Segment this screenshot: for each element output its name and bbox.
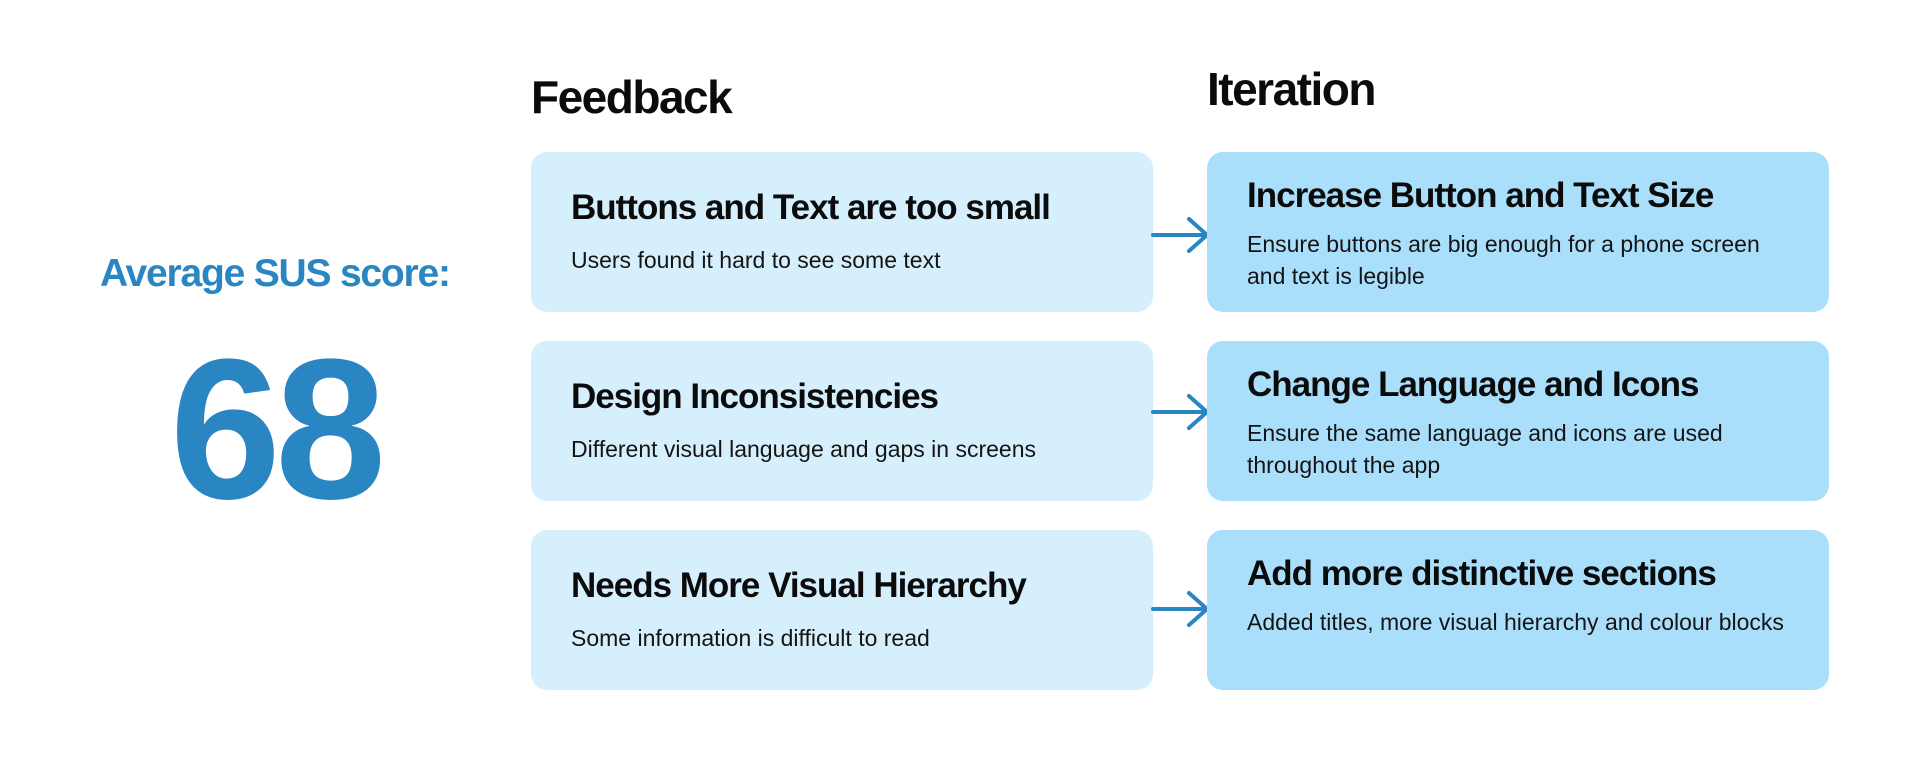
iteration-card: Increase Button and Text Size Ensure but… xyxy=(1207,152,1829,312)
feedback-description: Different visual language and gaps in sc… xyxy=(571,436,1036,462)
arrow-right-icon xyxy=(1151,591,1209,627)
iteration-card: Add more distinctive sections Added titl… xyxy=(1207,530,1829,690)
iteration-description: Ensure the same language and icons are u… xyxy=(1247,420,1723,478)
iteration-card: Change Language and Icons Ensure the sam… xyxy=(1207,341,1829,501)
iteration-title: Change Language and Icons xyxy=(1247,365,1699,404)
feedback-card: Buttons and Text are too small Users fou… xyxy=(531,152,1153,312)
feedback-card: Needs More Visual Hierarchy Some informa… xyxy=(531,530,1153,690)
feedback-title: Buttons and Text are too small xyxy=(571,188,1051,227)
iteration-description: Added titles, more visual hierarchy and … xyxy=(1247,609,1784,635)
feedback-description: Some information is difficult to read xyxy=(571,625,930,651)
feedback-title: Design Inconsistencies xyxy=(571,377,939,416)
feedback-description: Users found it hard to see some text xyxy=(571,247,941,273)
iteration-title: Add more distinctive sections xyxy=(1247,554,1717,593)
sus-label: Average SUS score: xyxy=(100,252,451,295)
arrow-right-icon xyxy=(1151,394,1209,430)
iteration-heading: Iteration xyxy=(1207,63,1376,115)
iteration-description: Ensure buttons are big enough for a phon… xyxy=(1247,231,1760,289)
sus-score: 68 xyxy=(169,318,386,541)
feedback-card: Design Inconsistencies Different visual … xyxy=(531,341,1153,501)
feedback-title: Needs More Visual Hierarchy xyxy=(571,566,1027,605)
feedback-heading: Feedback xyxy=(531,71,733,123)
arrow-right-icon xyxy=(1151,217,1209,253)
iteration-title: Increase Button and Text Size xyxy=(1247,176,1714,215)
